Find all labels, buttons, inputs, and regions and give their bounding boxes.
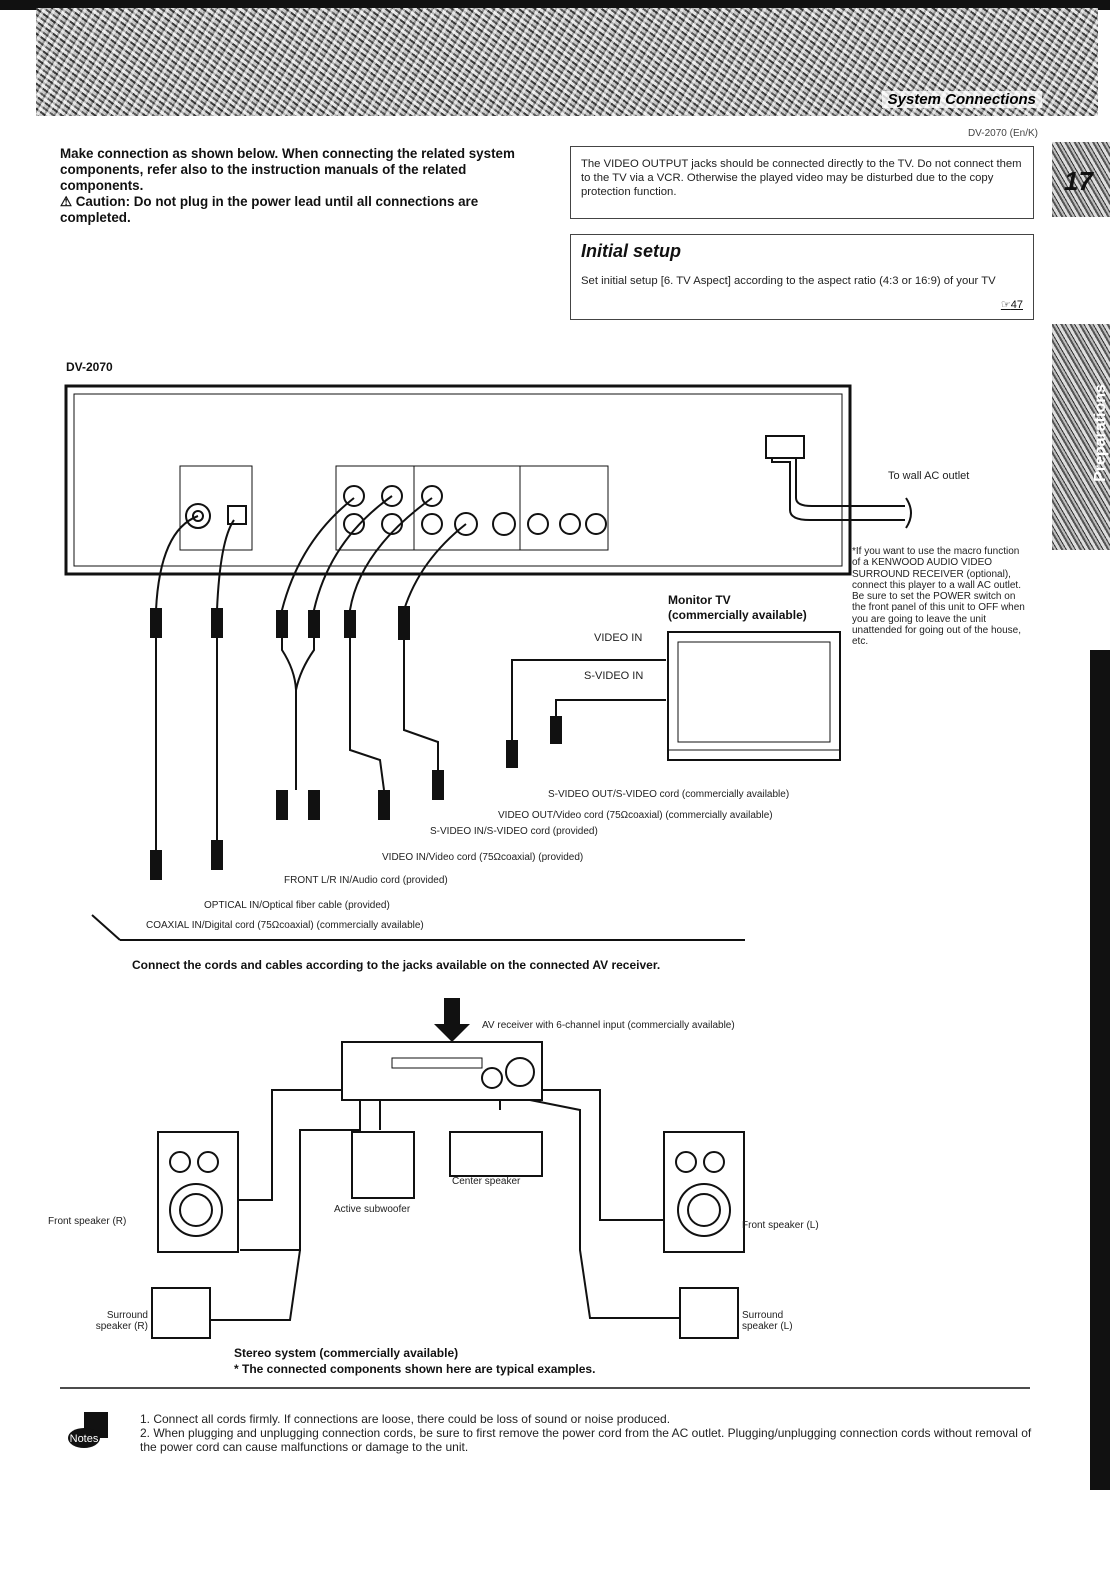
surround-speaker-l [679, 1287, 739, 1339]
center-speaker [449, 1131, 543, 1177]
header-banner: System Connections [36, 8, 1098, 116]
front-speaker-l [663, 1131, 745, 1253]
top-rule [0, 0, 1110, 10]
svg-text:Notes: Notes [70, 1433, 99, 1445]
initial-setup-box: Initial setup Set initial setup [6. TV A… [570, 234, 1034, 320]
surround-speaker-r [151, 1287, 211, 1339]
cord-label: S-VIDEO OUT/S-VIDEO cord (commercially a… [548, 789, 790, 800]
cord-label: VIDEO OUT/Video cord (75Ωcoaxial) (comme… [498, 810, 773, 821]
player-model-label: DV-2070 [66, 360, 113, 374]
cord-label: OPTICAL IN/Optical fiber cable (provided… [204, 900, 390, 911]
front-speaker-r-label: Front speaker (R) [48, 1216, 127, 1227]
page-ref-link[interactable]: ☞47 [1000, 299, 1023, 311]
cord-label: VIDEO IN/Video cord (75Ωcoaxial) (provid… [382, 852, 584, 863]
caution-icon: ⚠ [60, 194, 73, 209]
surround-l-label: Surround speaker (L) [742, 1310, 793, 1332]
section-title: System Connections [881, 91, 1042, 108]
note-item: 2. When plugging and unplugging connecti… [140, 1426, 1032, 1454]
edge-bar [1090, 650, 1110, 1490]
tv-svideo-in-label: S-VIDEO IN [584, 670, 644, 682]
connection-diagram [60, 384, 1030, 1389]
center-speaker-label: Center speaker [452, 1176, 521, 1187]
page-number-tab: 17 [1052, 142, 1110, 217]
initial-setup-text: Set initial setup [6. TV Aspect] accordi… [581, 275, 996, 287]
ac-outlet-label: To wall AC outlet [888, 470, 970, 482]
monitor-tv-title: Monitor TV [668, 593, 731, 607]
initial-setup-heading: Initial setup [581, 241, 682, 261]
notes-section: 1. Connect all cords firmly. If connecti… [140, 1412, 1040, 1454]
note-item: 1. Connect all cords firmly. If connecti… [140, 1412, 671, 1426]
cord-label: COAXIAL IN/Digital cord (75Ωcoaxial) (co… [146, 920, 424, 931]
av-output-block [335, 465, 609, 551]
chapter-tab: Preparations [1052, 324, 1110, 550]
digital-output-block [179, 465, 253, 551]
video-output-note: The VIDEO OUTPUT jacks should be connect… [570, 146, 1034, 219]
macro-footnote: *If you want to use the macro function o… [852, 546, 1025, 648]
front-speaker-r [157, 1131, 239, 1253]
cord-label: S-VIDEO IN/S-VIDEO cord (provided) [430, 826, 598, 837]
caution-line: ⚠ Caution: Do not plug in the power lead… [60, 194, 479, 225]
subwoofer-label: Active subwoofer [334, 1204, 411, 1215]
tv-video-in-label: VIDEO IN [594, 632, 643, 644]
intro-text: Make connection as shown below. When con… [60, 146, 530, 226]
typical-note: * The connected components shown here ar… [234, 1362, 596, 1376]
active-subwoofer [351, 1131, 415, 1199]
model-code: DV-2070 (En/K) [967, 128, 1038, 139]
intro-paragraph: Make connection as shown below. When con… [60, 146, 515, 193]
front-speaker-l-label: Front speaker (L) [742, 1220, 819, 1231]
connect-note: Connect the cords and cables according t… [132, 958, 661, 972]
surround-r-label: Surround speaker (R) [95, 1310, 148, 1332]
cord-label: FRONT L/R IN/Audio cord (provided) [284, 875, 448, 886]
monitor-tv-subtitle: (commercially available) [668, 608, 807, 622]
notes-icon: Notes [66, 1410, 114, 1452]
av-receiver-label: AV receiver with 6-channel input (commer… [482, 1020, 735, 1031]
stereo-caption: Stereo system (commercially available) [234, 1346, 459, 1360]
down-arrow [434, 998, 470, 1042]
av-receiver [341, 1041, 543, 1101]
monitor-tv [667, 631, 841, 761]
player-rear-panel [64, 384, 852, 576]
